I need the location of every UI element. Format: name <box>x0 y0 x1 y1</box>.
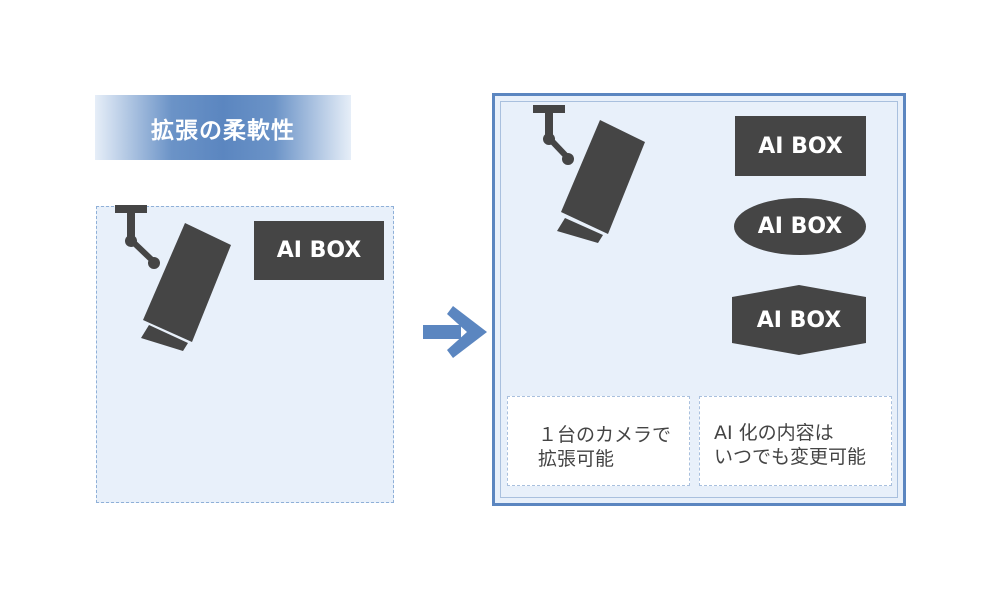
right-ai-box-hexagon-label: AI BOX <box>756 307 842 333</box>
note-ai-changeable: AI 化の内容は いつでも変更可能 <box>699 396 892 486</box>
right-ai-box-hexagon <box>732 285 866 355</box>
title-banner: 拡張の柔軟性 <box>95 95 351 160</box>
right-panel-inner-border <box>500 101 898 498</box>
right-ai-box-ellipse-label: AI BOX <box>757 214 843 239</box>
right-ai-box-rect-label: AI BOX <box>758 133 843 159</box>
note-ai-changeable-line2: いつでも変更可能 <box>714 446 867 468</box>
right-ai-box-rect: AI BOX <box>735 116 866 176</box>
right-ai-box-hexagon-label-wrap: AI BOX <box>732 285 866 355</box>
left-ai-box: AI BOX <box>254 221 384 280</box>
note-single-camera-line2: 拡張可能 <box>538 448 615 470</box>
diagram-title: 拡張の柔軟性 <box>151 117 295 144</box>
arrow-right-icon <box>423 306 487 358</box>
note-single-camera: １台のカメラで 拡張可能 <box>507 396 690 486</box>
right-ai-box-ellipse: AI BOX <box>734 198 866 255</box>
left-ai-box-label: AI BOX <box>276 238 362 263</box>
camera-icon <box>533 105 645 243</box>
note-single-camera-line1: １台のカメラで <box>538 424 672 446</box>
note-ai-changeable-line1: AI 化の内容は <box>714 422 834 444</box>
camera-icon <box>115 205 231 351</box>
